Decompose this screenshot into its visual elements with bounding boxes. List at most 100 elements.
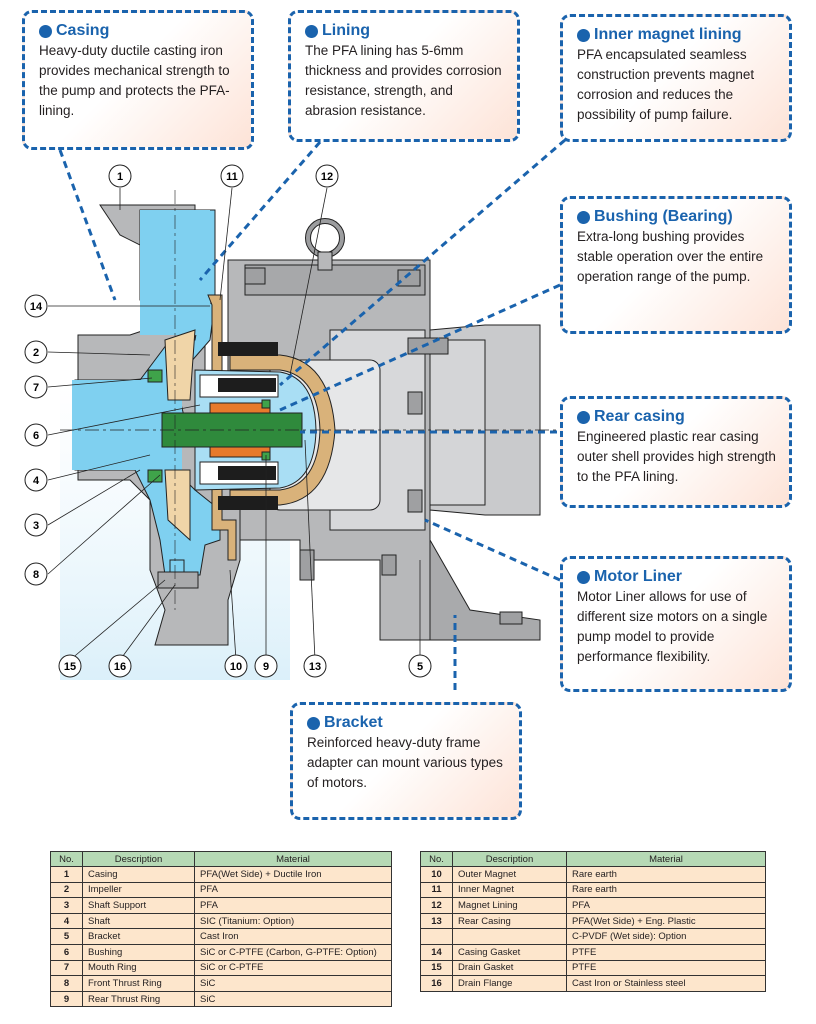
cell-description: Bushing xyxy=(82,943,195,961)
part-marker-label: 7 xyxy=(33,382,39,394)
cell-material: C-PVDF (Wet side): Option xyxy=(566,928,766,945)
callout-lining: Lining The PFA lining has 5-6mm thicknes… xyxy=(288,10,520,142)
cell-material: SiC or C-PTFE (Carbon, G-PTFE: Option) xyxy=(194,943,392,961)
col-header-material: Material xyxy=(194,851,392,867)
cell-description: Drain Gasket xyxy=(452,959,567,977)
cell-material: PFA(Wet Side) + Eng. Plastic xyxy=(566,912,766,930)
cell-no: 2 xyxy=(50,881,83,899)
part-marker-label: 13 xyxy=(309,661,321,673)
part-marker-15: 15 xyxy=(58,654,82,678)
col-header-description: Description xyxy=(82,851,195,867)
cell-description: Rear Casing xyxy=(452,912,567,930)
col-header-description: Description xyxy=(452,851,567,867)
part-marker-label: 9 xyxy=(263,661,269,673)
callout-text: Engineered plastic rear casing outer she… xyxy=(577,429,776,484)
part-marker-9: 9 xyxy=(254,654,278,678)
mouth-ring-upper xyxy=(147,369,163,383)
part-marker-4: 4 xyxy=(24,468,48,492)
callout-rear-casing: Rear casing Engineered plastic rear casi… xyxy=(560,396,792,508)
part-marker-label: 1 xyxy=(117,171,123,183)
cell-description: Shaft xyxy=(82,912,195,930)
callout-casing: Casing Heavy-duty ductile casting iron p… xyxy=(22,10,254,150)
cell-no: 7 xyxy=(50,959,83,977)
part-number-markers: 1 11 12 14 2 7 6 4 3 8 15 16 10 9 13 5 xyxy=(24,164,432,678)
part-marker-6: 6 xyxy=(24,423,48,447)
cell-material: PFA(Wet Side) + Ductile Iron xyxy=(194,866,392,883)
cell-no: 11 xyxy=(420,881,453,899)
mouth-ring-lower xyxy=(147,469,163,483)
part-marker-label: 14 xyxy=(30,301,43,313)
callout-title: Motor Liner xyxy=(594,568,682,585)
cell-description: Bracket xyxy=(82,928,195,945)
table-header-row: No. Description Material xyxy=(50,851,392,867)
bullet-icon xyxy=(307,716,320,730)
part-marker-5: 5 xyxy=(408,654,432,678)
part-marker-label: 12 xyxy=(321,171,333,183)
cell-material: SiC xyxy=(194,975,392,992)
cell-description: Casing xyxy=(82,866,195,883)
col-header-no: No. xyxy=(50,851,83,867)
part-marker-label: 5 xyxy=(417,661,423,673)
cell-no: 14 xyxy=(420,943,453,961)
cell-description xyxy=(452,928,567,945)
col-header-material: Material xyxy=(566,851,766,867)
cell-no: 15 xyxy=(420,959,453,977)
part-marker-7: 7 xyxy=(24,375,48,399)
col-header-no: No. xyxy=(420,851,453,867)
bushing-lower xyxy=(209,446,271,458)
cell-description: Shaft Support xyxy=(82,897,195,914)
bullet-icon xyxy=(577,410,590,424)
bullet-icon xyxy=(39,24,52,38)
cell-material: SIC (Titanium: Option) xyxy=(194,912,392,930)
cell-material: Cast Iron xyxy=(194,928,392,945)
table-row: C-PVDF (Wet side): Option xyxy=(420,928,766,945)
part-marker-label: 16 xyxy=(114,661,126,673)
bullet-icon xyxy=(577,570,590,584)
cell-material: Rare earth xyxy=(566,881,766,899)
part-marker-label: 4 xyxy=(33,475,40,487)
cell-description: Mouth Ring xyxy=(82,959,195,977)
callout-text: PFA encapsulated seamless construction p… xyxy=(577,47,755,122)
callout-connectors xyxy=(58,138,566,690)
cell-no: 4 xyxy=(50,912,83,930)
part-marker-label: 15 xyxy=(64,661,76,673)
part-marker-3: 3 xyxy=(24,513,48,537)
callout-text: Motor Liner allows for use of different … xyxy=(577,589,768,664)
cell-material: SiC or C-PTFE xyxy=(194,959,392,977)
bracket-bolts xyxy=(244,267,523,625)
part-marker-13: 13 xyxy=(303,654,327,678)
cell-material: PFA xyxy=(566,897,766,914)
part-marker-11: 11 xyxy=(220,164,244,188)
cell-material: PTFE xyxy=(566,959,766,977)
callout-inner-magnet-lining: Inner magnet lining PFA encapsulated sea… xyxy=(560,14,792,142)
bullet-icon xyxy=(577,28,590,42)
cell-description: Outer Magnet xyxy=(452,866,567,883)
callout-bushing: Bushing (Bearing) Extra-long bushing pro… xyxy=(560,196,792,334)
part-marker-10: 10 xyxy=(224,654,248,678)
pump-cross-section-diagram: 1 11 12 14 2 7 6 4 3 8 15 16 10 9 13 5 xyxy=(24,138,566,690)
cell-no: 3 xyxy=(50,897,83,914)
cell-material: Cast Iron or Stainless steel xyxy=(566,975,766,992)
cell-material: Rare earth xyxy=(566,866,766,883)
rear-thrust-ring xyxy=(261,399,271,409)
bullet-icon xyxy=(305,24,318,38)
part-leader-lines xyxy=(47,187,421,661)
cell-description: Front Thrust Ring xyxy=(82,975,195,992)
cell-description: Rear Thrust Ring xyxy=(82,990,195,1008)
impeller-support xyxy=(164,329,196,542)
part-marker-label: 2 xyxy=(33,347,39,359)
callout-text: Extra-long bushing provides stable opera… xyxy=(577,229,764,284)
